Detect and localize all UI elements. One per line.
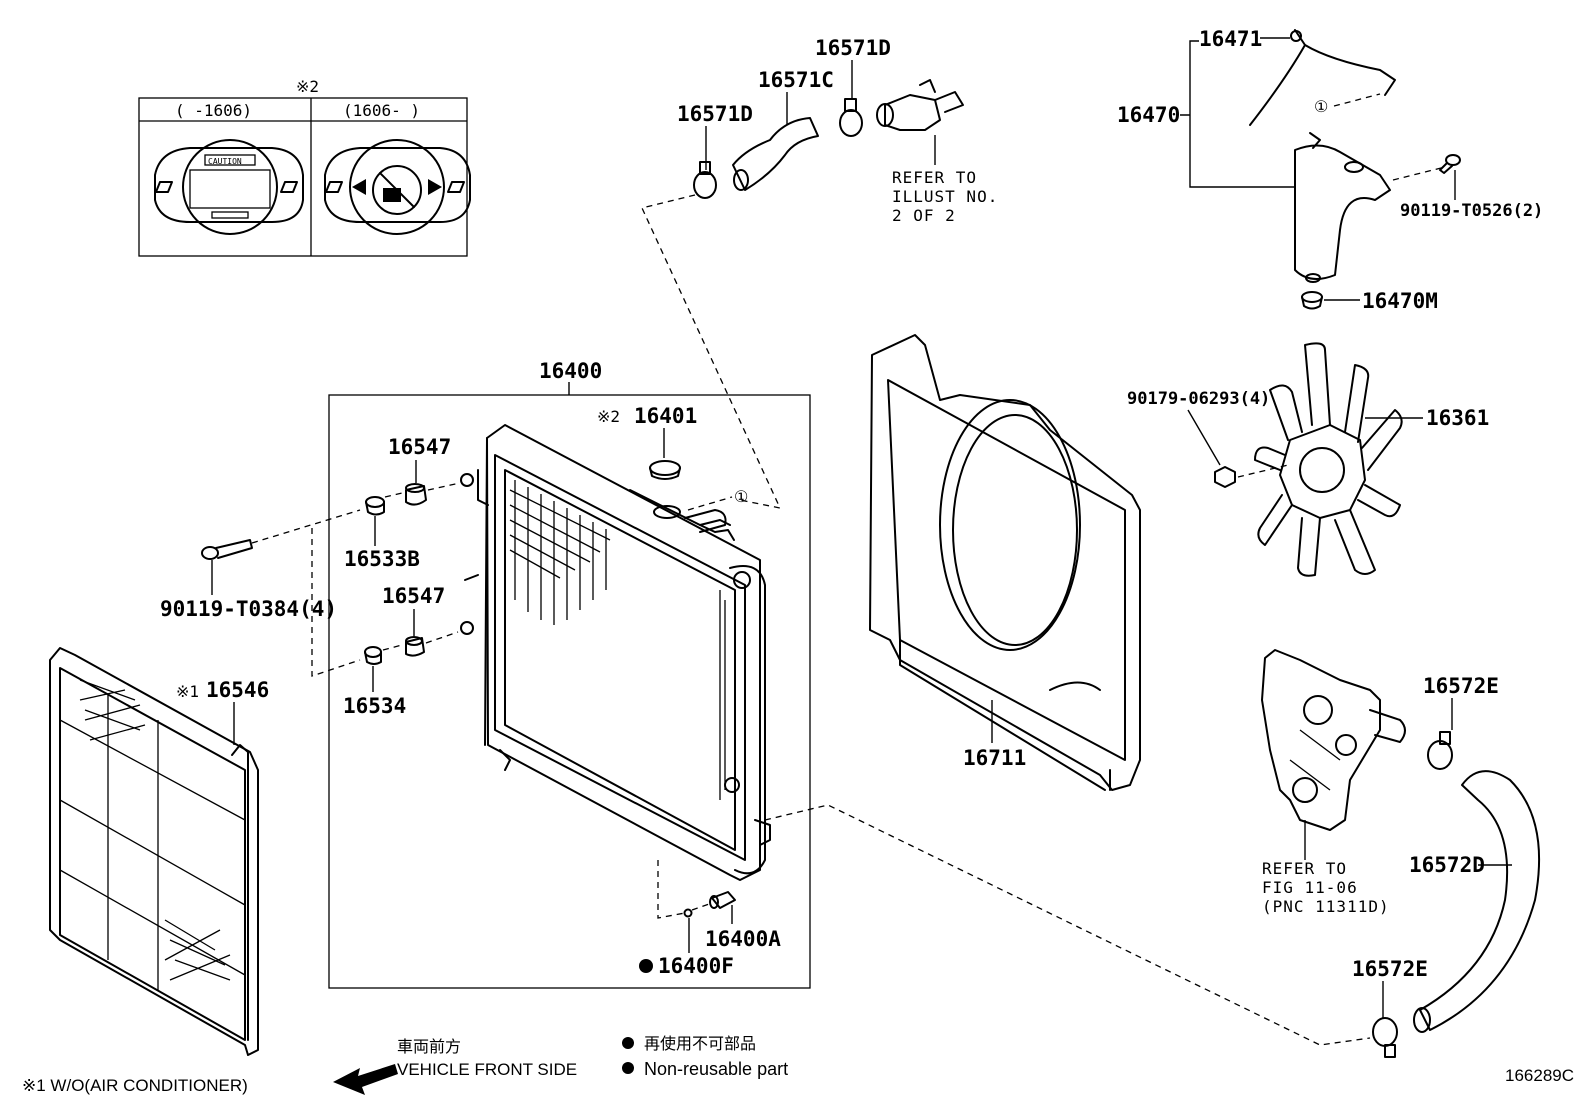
refer-illust-line3: 2 OF 2 xyxy=(892,206,956,225)
non-reusable-bullet-icon xyxy=(639,959,653,973)
clamp-16571d-left-icon xyxy=(693,161,717,199)
label-16572e-top: 16572E xyxy=(1423,674,1499,698)
support-16533b-icon xyxy=(365,496,385,516)
radiator-cap-16401-icon xyxy=(649,460,681,480)
label-16547-mid: 16547 xyxy=(382,584,445,608)
legend-bullet-jp-icon xyxy=(622,1037,634,1049)
label-16400a: 16400A xyxy=(705,927,781,951)
inset-col-left: ( -1606) xyxy=(175,101,252,120)
figure-code: 166289C xyxy=(1505,1066,1574,1085)
clamp-16572e-top-icon xyxy=(1427,731,1453,770)
inset-note-mark: ※2 xyxy=(296,77,319,96)
label-16470m: 16470M xyxy=(1362,289,1438,313)
label-16533b: 16533B xyxy=(344,547,420,571)
label-16400f: 16400F xyxy=(658,954,734,978)
cap-16470m-icon xyxy=(1301,291,1323,310)
hose-16572d-icon xyxy=(1413,770,1541,1033)
label-90119-t0384: 90119-T0384(4) xyxy=(160,597,337,621)
refer-illust-line2: ILLUST NO. xyxy=(892,187,998,206)
drain-cock-16400a-icon xyxy=(709,891,736,909)
label-16400: 16400 xyxy=(539,359,602,383)
label-16401-mark: ※2 xyxy=(597,407,620,426)
inset-frame xyxy=(138,97,468,257)
label-16470: 16470 xyxy=(1117,103,1180,127)
hose-16571c-icon xyxy=(732,117,819,191)
refer-fig-line3: (PNC 11311D) xyxy=(1262,897,1390,916)
fan-shroud-16711 xyxy=(869,334,1141,791)
o-ring-16400f-icon xyxy=(683,908,693,918)
label-16534: 16534 xyxy=(343,694,406,718)
label-16471: 16471 xyxy=(1199,27,1262,51)
label-16546-mark: ※1 xyxy=(176,682,199,701)
radiator-core xyxy=(460,424,771,881)
direction-label-jp: 車両前方 xyxy=(397,1037,461,1056)
label-16571c: 16571C xyxy=(758,68,834,92)
water-pump-housing xyxy=(1261,649,1406,831)
label-90179-06293: 90179-06293(4) xyxy=(1127,389,1270,409)
label-16572e-bottom: 16572E xyxy=(1352,957,1428,981)
circle-ref-tank: ① xyxy=(1314,97,1328,116)
radiator-cap-inset: ※2 ( -1606) (1606- ) CAUTION xyxy=(138,77,471,257)
support-16534-icon xyxy=(364,646,382,665)
inset-col-right: (1606- ) xyxy=(343,101,420,120)
water-valve-icon xyxy=(876,79,964,131)
label-16571d-left: 16571D xyxy=(677,102,753,126)
filler-neck-icon xyxy=(653,505,727,533)
label-16572d: 16572D xyxy=(1409,853,1485,877)
clamp-16572e-bottom-icon xyxy=(1372,1017,1398,1058)
refer-fig-line2: FIG 11-06 xyxy=(1262,878,1358,897)
new-radiator-cap-icon xyxy=(324,139,471,235)
svg-text:CAUTION: CAUTION xyxy=(208,157,242,166)
cooling-fan-16361 xyxy=(1254,342,1403,577)
bolt-t0526-icon xyxy=(1439,154,1461,174)
refer-illust-line1: REFER TO xyxy=(892,168,977,187)
direction-label-en: VEHICLE FRONT SIDE xyxy=(397,1060,577,1079)
old-radiator-cap-icon: CAUTION xyxy=(154,139,304,235)
front-direction-arrow-icon xyxy=(333,1064,398,1095)
fan-guard-16546 xyxy=(49,647,259,1056)
circle-ref-radiator: ① xyxy=(734,487,748,506)
cushion-16547-mid-icon xyxy=(405,636,425,657)
label-90119-t0526: 90119-T0526(2) xyxy=(1400,201,1543,221)
label-16547-top: 16547 xyxy=(388,435,451,459)
cushion-16547-top-icon xyxy=(405,483,427,506)
nut-06293-icon xyxy=(1214,466,1236,488)
overflow-hose-16471-icon xyxy=(1249,29,1396,126)
label-16571d-right: 16571D xyxy=(815,36,891,60)
legend-jp: 再使用不可部品 xyxy=(644,1034,756,1053)
label-16711: 16711 xyxy=(963,746,1026,770)
legend-en: Non-reusable part xyxy=(644,1059,788,1079)
legend-bullet-en-icon xyxy=(622,1062,634,1074)
footnote-1: ※1 W/O(AIR CONDITIONER) xyxy=(22,1076,248,1095)
radiator-assembly-box xyxy=(328,394,811,989)
label-16401: 16401 xyxy=(634,404,697,428)
label-16361: 16361 xyxy=(1426,406,1489,430)
bolt-t0384-icon xyxy=(201,539,253,560)
label-16546: 16546 xyxy=(206,678,269,702)
reserve-tank-16470 xyxy=(1294,132,1391,283)
refer-fig-line1: REFER TO xyxy=(1262,859,1347,878)
clamp-16571d-right-icon xyxy=(839,98,863,137)
